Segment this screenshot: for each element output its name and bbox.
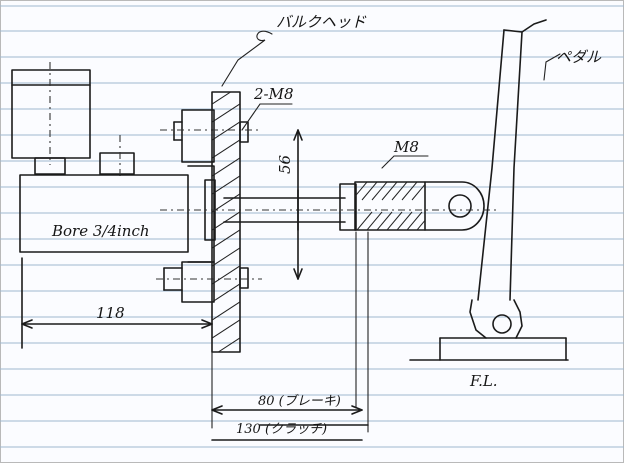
label-56: 56: [276, 154, 294, 174]
master-cylinder-body: [19, 165, 216, 263]
label-80-brake: 80 (ブレーキ): [258, 393, 341, 409]
drawing-labels: バルクヘッド ペダル 2-M8 M8 Bore 3/4inch 56 118 8…: [51, 13, 602, 437]
dimension-56: [293, 129, 303, 280]
dimension-80-130: [211, 231, 369, 441]
label-m8: M8: [393, 138, 419, 156]
label-pedal: ペダル: [556, 48, 602, 66]
leader-lines: [221, 30, 561, 169]
mounting-flange: [156, 109, 262, 303]
label-2m8: 2-M8: [253, 85, 294, 103]
pedal-assembly: [409, 19, 569, 361]
reservoir-tank: [11, 62, 135, 180]
dimension-118: [21, 257, 213, 349]
label-bore: Bore 3/4inch: [51, 222, 150, 240]
label-bulkhead: バルクヘッド: [276, 13, 367, 31]
label-130-clutch: 130 (クラッチ): [236, 422, 327, 437]
push-rod-assembly: [160, 181, 500, 231]
label-floor-line: F.L.: [469, 372, 498, 390]
label-118: 118: [96, 304, 125, 322]
bulkhead-wall: [211, 91, 241, 353]
